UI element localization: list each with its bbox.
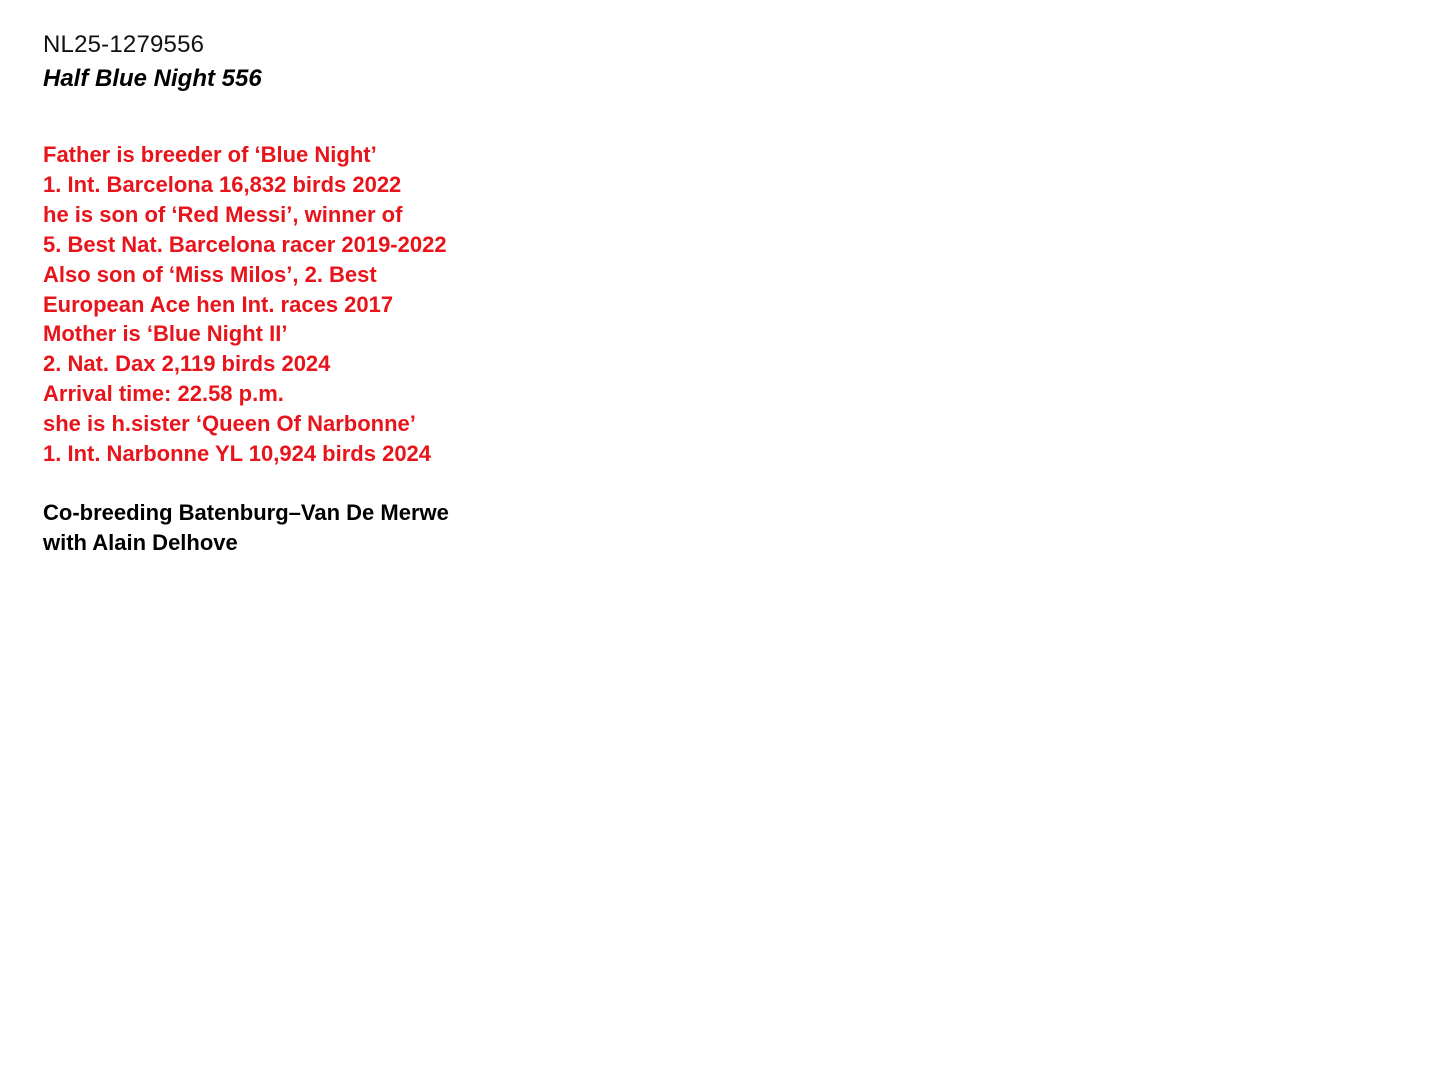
co-breeding-note: Co-breeding Batenburg–Van De Merwe with … — [43, 498, 743, 558]
pedigree-line: Father is breeder of ‘Blue Night’ — [43, 142, 377, 167]
breeding-line: Co-breeding Batenburg–Van De Merwe — [43, 499, 449, 525]
pedigree-line: 1. Int. Barcelona 16,832 birds 2022 — [43, 171, 402, 197]
pedigree-line: she is h.sister ‘Queen Of Narbonne’ — [43, 411, 416, 437]
pedigree-line: 2. Nat. Dax 2,119 birds 2024 — [43, 351, 331, 377]
pedigree-line: Mother is ‘Blue Night II’ — [43, 321, 288, 347]
pedigree-line: 5. Best Nat. Barcelona racer 2019-2022 — [43, 231, 447, 257]
pedigree-line: Also son of ‘Miss Milos’, 2. Best — [43, 261, 377, 287]
pedigree-line: 1. Int. Narbonne YL 10,924 birds 2024 — [43, 441, 432, 467]
breeding-line: with Alain Delhove — [43, 529, 238, 555]
pedigree-line: European Ace hen Int. races 2017 — [43, 291, 394, 317]
pedigree-line: Arrival time: 22.58 p.m. — [43, 381, 284, 407]
pigeon-info-content: NL25-1279556 Half Blue Night 556 Father … — [43, 28, 743, 558]
ring-number: NL25-1279556 — [43, 31, 205, 58]
pigeon-name: Half Blue Night 556 — [43, 65, 262, 92]
pedigree-line: he is son of ‘Red Messi’, winner of — [43, 201, 403, 227]
pedigree-description: Father is breeder of ‘Blue Night’ 1. Int… — [43, 140, 743, 469]
